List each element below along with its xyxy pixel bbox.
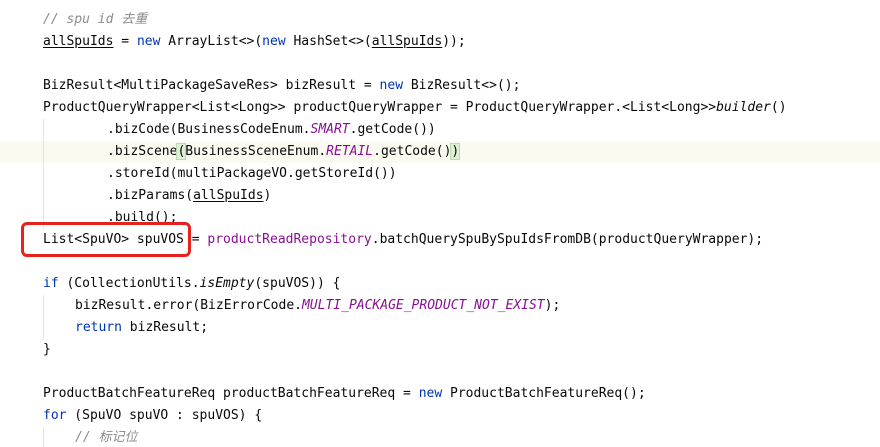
code-line-18[interactable]: ProductBatchFeatureReq productBatchFeatu… <box>43 383 646 405</box>
code-comment: // spu id 去重 <box>43 12 148 27</box>
code-keyword: new <box>136 34 161 49</box>
code-token: )); <box>442 34 466 49</box>
code-constant: RETAIL <box>326 144 374 159</box>
code-static-method: isEmpty <box>199 276 255 291</box>
code-static-method: builder <box>716 100 771 115</box>
code-constant: SMART <box>310 122 350 137</box>
code-token: allSpuIds <box>193 188 264 203</box>
code-line-7[interactable]: .bizScene(BusinessSceneEnum.RETAIL.getCo… <box>107 141 461 163</box>
code-line-4[interactable]: BizResult<MultiPackageSaveRes> bizResult… <box>43 75 520 97</box>
code-token: allSpuIds <box>43 34 114 49</box>
code-token: ProductQueryWrapper<List<Long>> productQ… <box>43 100 717 115</box>
code-keyword: return <box>75 320 122 335</box>
code-line-13[interactable]: if (CollectionUtils.isEmpty(spuVOS)) { <box>43 273 340 295</box>
code-token: .build(); <box>107 210 178 225</box>
code-token: bizResult.error(BizErrorCode. <box>75 298 302 313</box>
code-line-19[interactable]: for (SpuVO spuVO : spuVOS) { <box>43 405 262 427</box>
code-token: .bizParams( <box>107 188 194 203</box>
code-field: productReadRepository <box>207 232 372 247</box>
code-token: allSpuIds <box>371 34 443 49</box>
code-token: (SpuVO spuVO : spuVOS) { <box>66 408 263 423</box>
code-token: BizResult<>(); <box>403 78 521 93</box>
code-token: .bizCode(BusinessCodeEnum. <box>107 122 311 137</box>
code-token: BizResult<MultiPackageSaveRes> bizResult… <box>43 78 380 93</box>
code-token: ProductBatchFeatureReq productBatchFeatu… <box>43 386 419 401</box>
code-token: .getCode()) <box>349 122 436 137</box>
current-line-highlight <box>0 141 880 163</box>
code-token: ); <box>544 298 561 313</box>
code-line-11[interactable]: List<SpuVO> spuVOS = productReadReposito… <box>43 229 763 251</box>
code-token: } <box>43 342 51 357</box>
indent-guide <box>43 295 44 339</box>
code-line-2[interactable]: allSpuIds = new ArrayList<>(new HashSet<… <box>43 31 466 53</box>
code-keyword: new <box>418 386 443 401</box>
code-line-9[interactable]: .bizParams(allSpuIds) <box>107 185 271 207</box>
code-keyword: for <box>43 408 67 423</box>
red-annotation-box <box>21 222 191 257</box>
code-token: (spuVOS)) { <box>254 276 341 291</box>
code-line-8[interactable]: .storeId(multiPackageVO.getStoreId()) <box>107 163 397 185</box>
code-line-15[interactable]: return bizResult; <box>75 317 208 339</box>
code-token: .batchQuerySpuBySpuIdsFromDB(productQuer… <box>371 232 764 247</box>
brace-match: ) <box>450 143 461 160</box>
code-token: .storeId(multiPackageVO.getStoreId()) <box>107 166 397 181</box>
code-keyword: new <box>262 34 286 49</box>
code-comment: // 标记位 <box>75 430 138 445</box>
indent-guide <box>43 119 44 229</box>
code-token: HashSet<>( <box>285 34 372 49</box>
code-token: = <box>113 34 137 49</box>
code-token: ProductBatchFeatureReq(); <box>442 386 646 401</box>
code-token: ArrayList<>( <box>160 34 263 49</box>
code-token: () <box>770 100 787 115</box>
code-line-5[interactable]: ProductQueryWrapper<List<Long>> productQ… <box>43 97 787 119</box>
code-token: bizResult; <box>121 320 209 335</box>
code-line-1[interactable]: // spu id 去重 <box>43 9 147 31</box>
code-keyword: if <box>43 276 59 291</box>
code-line-20[interactable]: // 标记位 <box>75 427 137 447</box>
code-line-6[interactable]: .bizCode(BusinessCodeEnum.SMART.getCode(… <box>107 119 436 141</box>
code-token: .getCode() <box>373 144 452 159</box>
code-line-10[interactable]: .build(); <box>107 207 177 229</box>
code-token: ) <box>263 188 272 203</box>
indent-guide <box>43 427 44 447</box>
code-token: .bizScene <box>107 144 178 159</box>
code-token: BusinessSceneEnum. <box>185 144 327 159</box>
code-token: List<SpuVO> spuVOS = <box>43 232 208 247</box>
code-keyword: new <box>379 78 404 93</box>
code-constant: MULTI_PACKAGE_PRODUCT_NOT_EXIST <box>301 298 545 313</box>
code-token: (CollectionUtils. <box>58 276 200 291</box>
code-line-16[interactable]: } <box>43 339 51 361</box>
code-line-14[interactable]: bizResult.error(BizErrorCode.MULTI_PACKA… <box>75 295 560 317</box>
brace-match: ( <box>176 143 187 160</box>
